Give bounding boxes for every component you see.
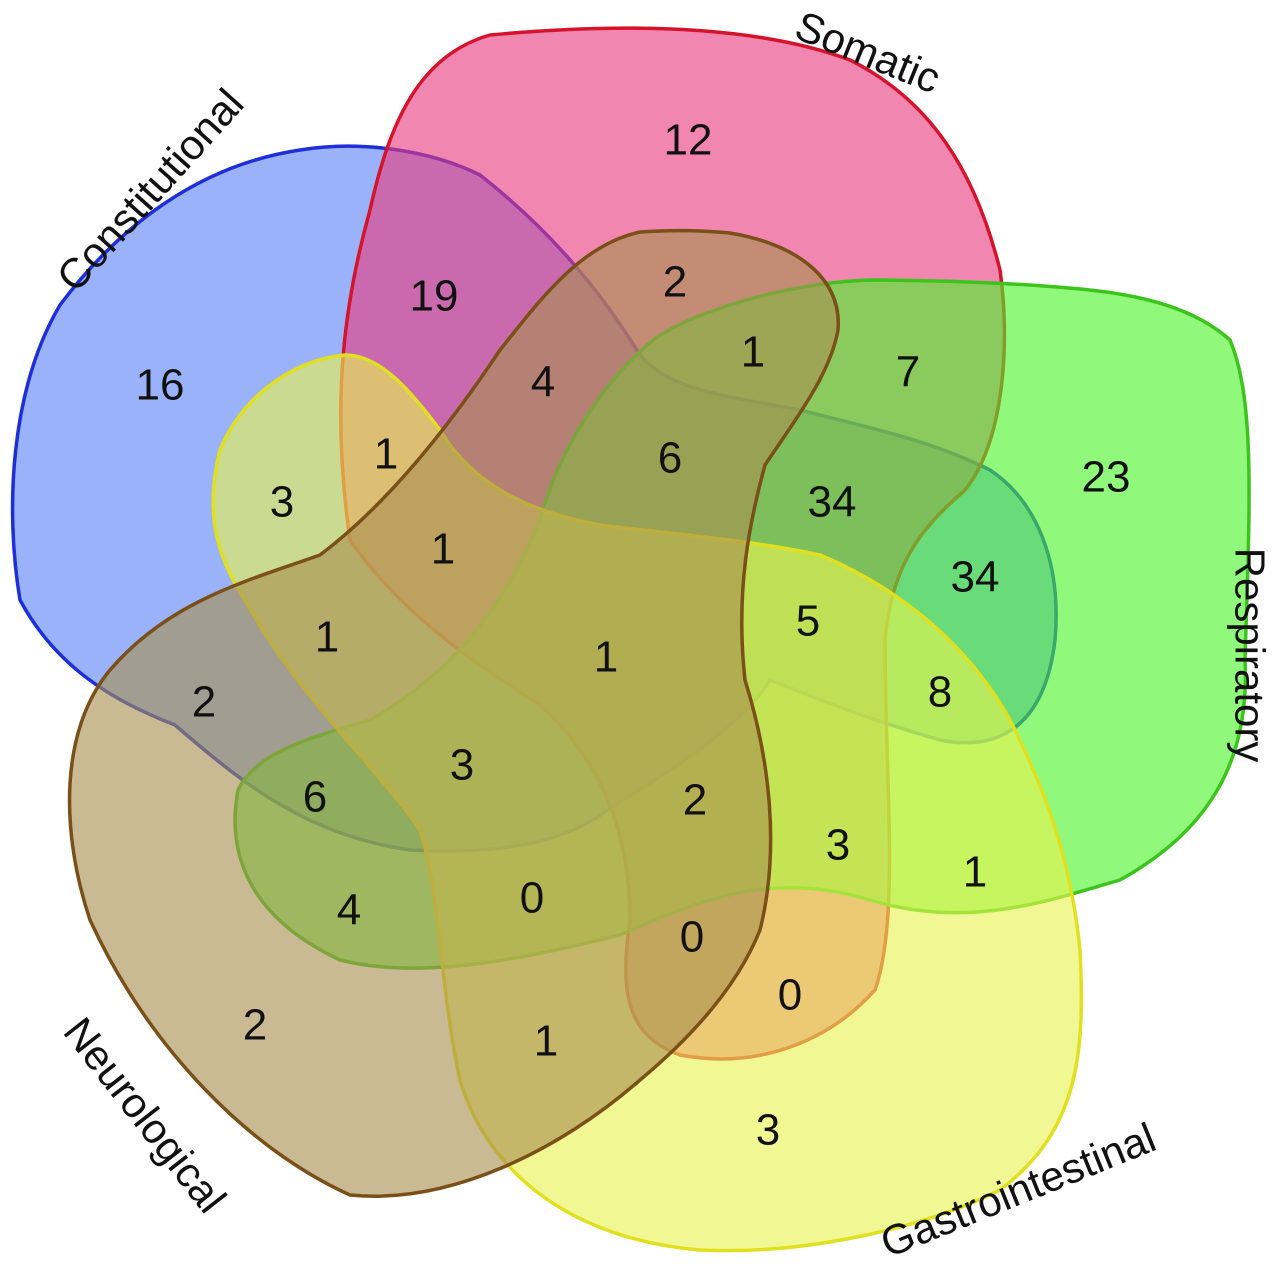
region-count-gastrointestinal: 2 [243, 1001, 267, 1050]
region-count-respiratory: 23 [1082, 453, 1131, 502]
region-count-respiratory-neurological: 1 [963, 848, 987, 897]
region-count-gastrointestinal-respiratory: 4 [337, 886, 361, 935]
region-count-constitutional-gastrointestinal-neurological-respiratory: 3 [450, 741, 474, 790]
set-label-respiratory: Respiratory [1227, 548, 1274, 763]
region-count-constitutional: 16 [136, 361, 185, 410]
region-count-constitutional-somatic-respiratory-neurological-gastrointestinal: 2 [683, 776, 707, 825]
region-count-somatic-gastrointestinal: 2 [663, 258, 687, 307]
region-count-somatic: 12 [664, 116, 713, 165]
region-count-constitutional-somatic-respiratory-gastrointestinal-neurological: 1 [594, 633, 618, 682]
region-count-constitutional-somatic-gastrointestinal-neurological: 1 [431, 525, 455, 574]
region-count-constitutional-gastrointestinal-neurological: 1 [315, 613, 339, 662]
region-count-gastrointestinal-neurological: 1 [534, 1017, 558, 1066]
region-count-constitutional-somatic-gastrointestinal: 4 [531, 358, 555, 407]
region-count-constitutional-respiratory-neurological: 8 [928, 668, 952, 717]
region-count-somatic-respiratory-neurological: 3 [826, 821, 850, 870]
region-count-constitutional-respiratory: 34 [951, 553, 1000, 602]
region-count-somatic-gastrointestinal-respiratory: 1 [741, 328, 765, 377]
region-count-somatic-respiratory-constitutional-neurological: 5 [796, 597, 820, 646]
region-count-gastrointestinal-somatic-neurological-respiratory: 0 [680, 913, 704, 962]
region-count-constitutional-gastrointestinal: 2 [192, 678, 216, 727]
region-count-somatic-respiratory: 7 [896, 348, 920, 397]
region-count-constitutional-somatic: 19 [410, 272, 459, 321]
region-count-somatic-gastrointestinal-respiratory-constitutional: 6 [658, 434, 682, 483]
region-count-somatic-respiratory-constitutional: 34 [808, 478, 857, 527]
region-count-constitutional-gastrointestinal-respiratory: 6 [303, 773, 327, 822]
region-count-somatic-neurological: 0 [778, 971, 802, 1020]
region-count-constitutional-somatic-neurological: 1 [374, 430, 398, 479]
region-count-gastrointestinal-respiratory-neurological: 0 [520, 874, 544, 923]
set-shape-neurological [67, 228, 840, 1198]
region-count-constitutional-neurological: 3 [270, 478, 294, 527]
region-count-neurological: 3 [756, 1106, 780, 1155]
